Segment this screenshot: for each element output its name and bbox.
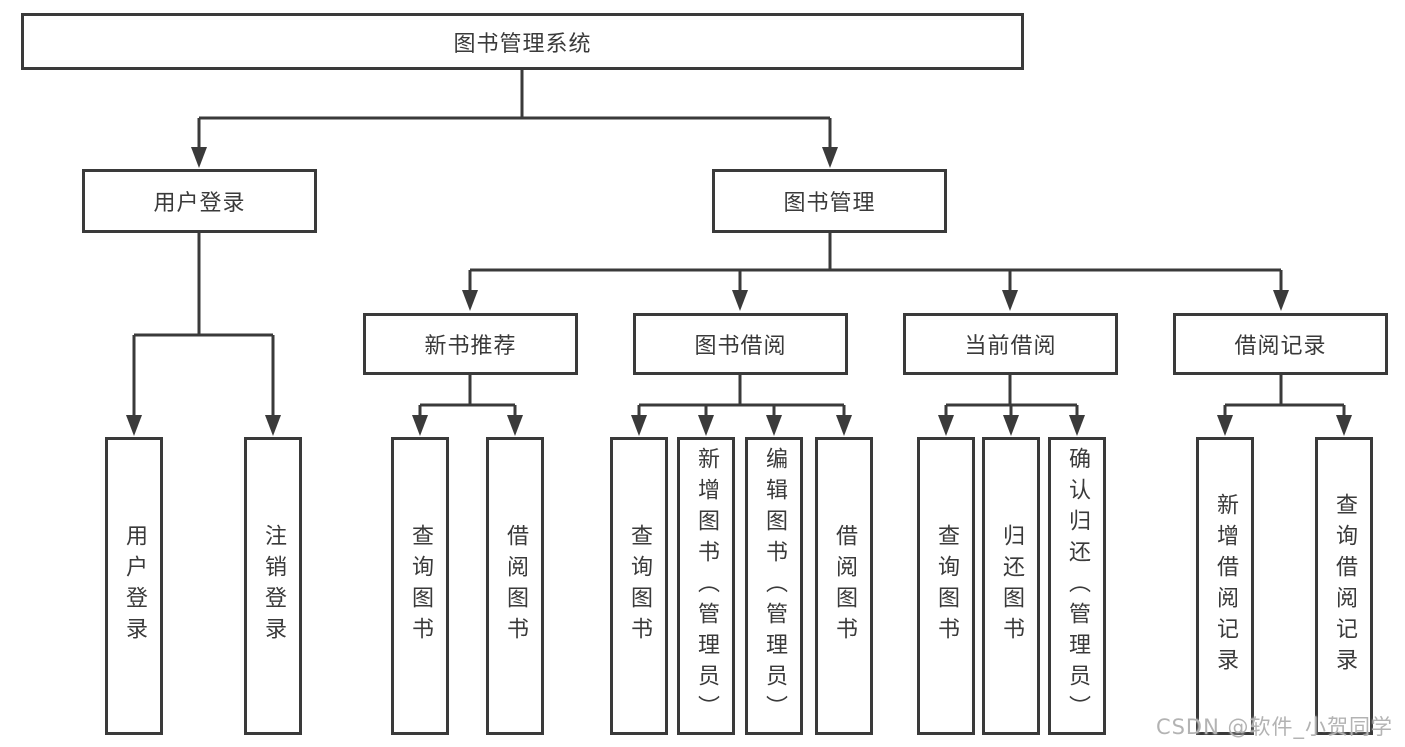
- leaf-query-books-borrow: 查询图书: [610, 437, 668, 735]
- arrow-down-icon: [1273, 290, 1289, 311]
- arrow-down-icon: [507, 415, 523, 436]
- connector-user-login-to-leaves: [126, 231, 281, 436]
- leaf-edit-book-admin: 编辑图书（管理员）: [745, 437, 803, 735]
- arrow-down-icon: [265, 415, 281, 436]
- arrow-down-icon: [462, 290, 478, 311]
- node-borrow-records: 借阅记录: [1173, 313, 1388, 375]
- arrow-down-icon: [698, 415, 714, 436]
- arrow-down-icon: [822, 147, 838, 168]
- node-book-borrow: 图书借阅: [633, 313, 848, 375]
- arrow-down-icon: [1002, 290, 1018, 311]
- node-library-system: 图书管理系统: [21, 13, 1024, 70]
- leaf-user-login: 用户登录: [105, 437, 163, 735]
- leaf-confirm-return-admin: 确认归还（管理员）: [1048, 437, 1106, 735]
- node-user-login: 用户登录: [82, 169, 317, 233]
- leaf-borrow-books-recommend: 借阅图书: [486, 437, 544, 735]
- watermark: CSDN @软件_小贺同学: [1155, 715, 1393, 739]
- arrow-down-icon: [1003, 415, 1019, 436]
- connector-book-borrow-to-leaves: [631, 374, 852, 436]
- leaf-query-books-current: 查询图书: [917, 437, 975, 735]
- arrow-down-icon: [1336, 415, 1352, 436]
- arrow-down-icon: [938, 415, 954, 436]
- arrow-down-icon: [836, 415, 852, 436]
- leaf-query-borrow-record: 查询借阅记录: [1315, 437, 1373, 735]
- connector-root-to-level2: [191, 68, 838, 168]
- leaf-logout: 注销登录: [244, 437, 302, 735]
- node-current-borrow: 当前借阅: [903, 313, 1118, 375]
- arrow-down-icon: [126, 415, 142, 436]
- leaf-query-books-recommend: 查询图书: [391, 437, 449, 735]
- leaf-borrow-books-borrow: 借阅图书: [815, 437, 873, 735]
- node-book-management: 图书管理: [712, 169, 947, 233]
- arrow-down-icon: [1217, 415, 1233, 436]
- arrow-down-icon: [191, 147, 207, 168]
- connector-current-borrow-to-leaves: [938, 374, 1085, 436]
- connector-new-book-to-leaves: [412, 374, 523, 436]
- arrow-down-icon: [1069, 415, 1085, 436]
- leaf-return-book: 归还图书: [982, 437, 1040, 735]
- leaf-add-borrow-record: 新增借阅记录: [1196, 437, 1254, 735]
- leaf-add-book-admin: 新增图书（管理员）: [677, 437, 735, 735]
- connector-book-mgmt-to-level3: [462, 231, 1289, 311]
- arrow-down-icon: [732, 290, 748, 311]
- arrow-down-icon: [631, 415, 647, 436]
- connector-borrow-records-to-leaves: [1217, 374, 1352, 436]
- arrow-down-icon: [412, 415, 428, 436]
- arrow-down-icon: [766, 415, 782, 436]
- node-new-book-recommend: 新书推荐: [363, 313, 578, 375]
